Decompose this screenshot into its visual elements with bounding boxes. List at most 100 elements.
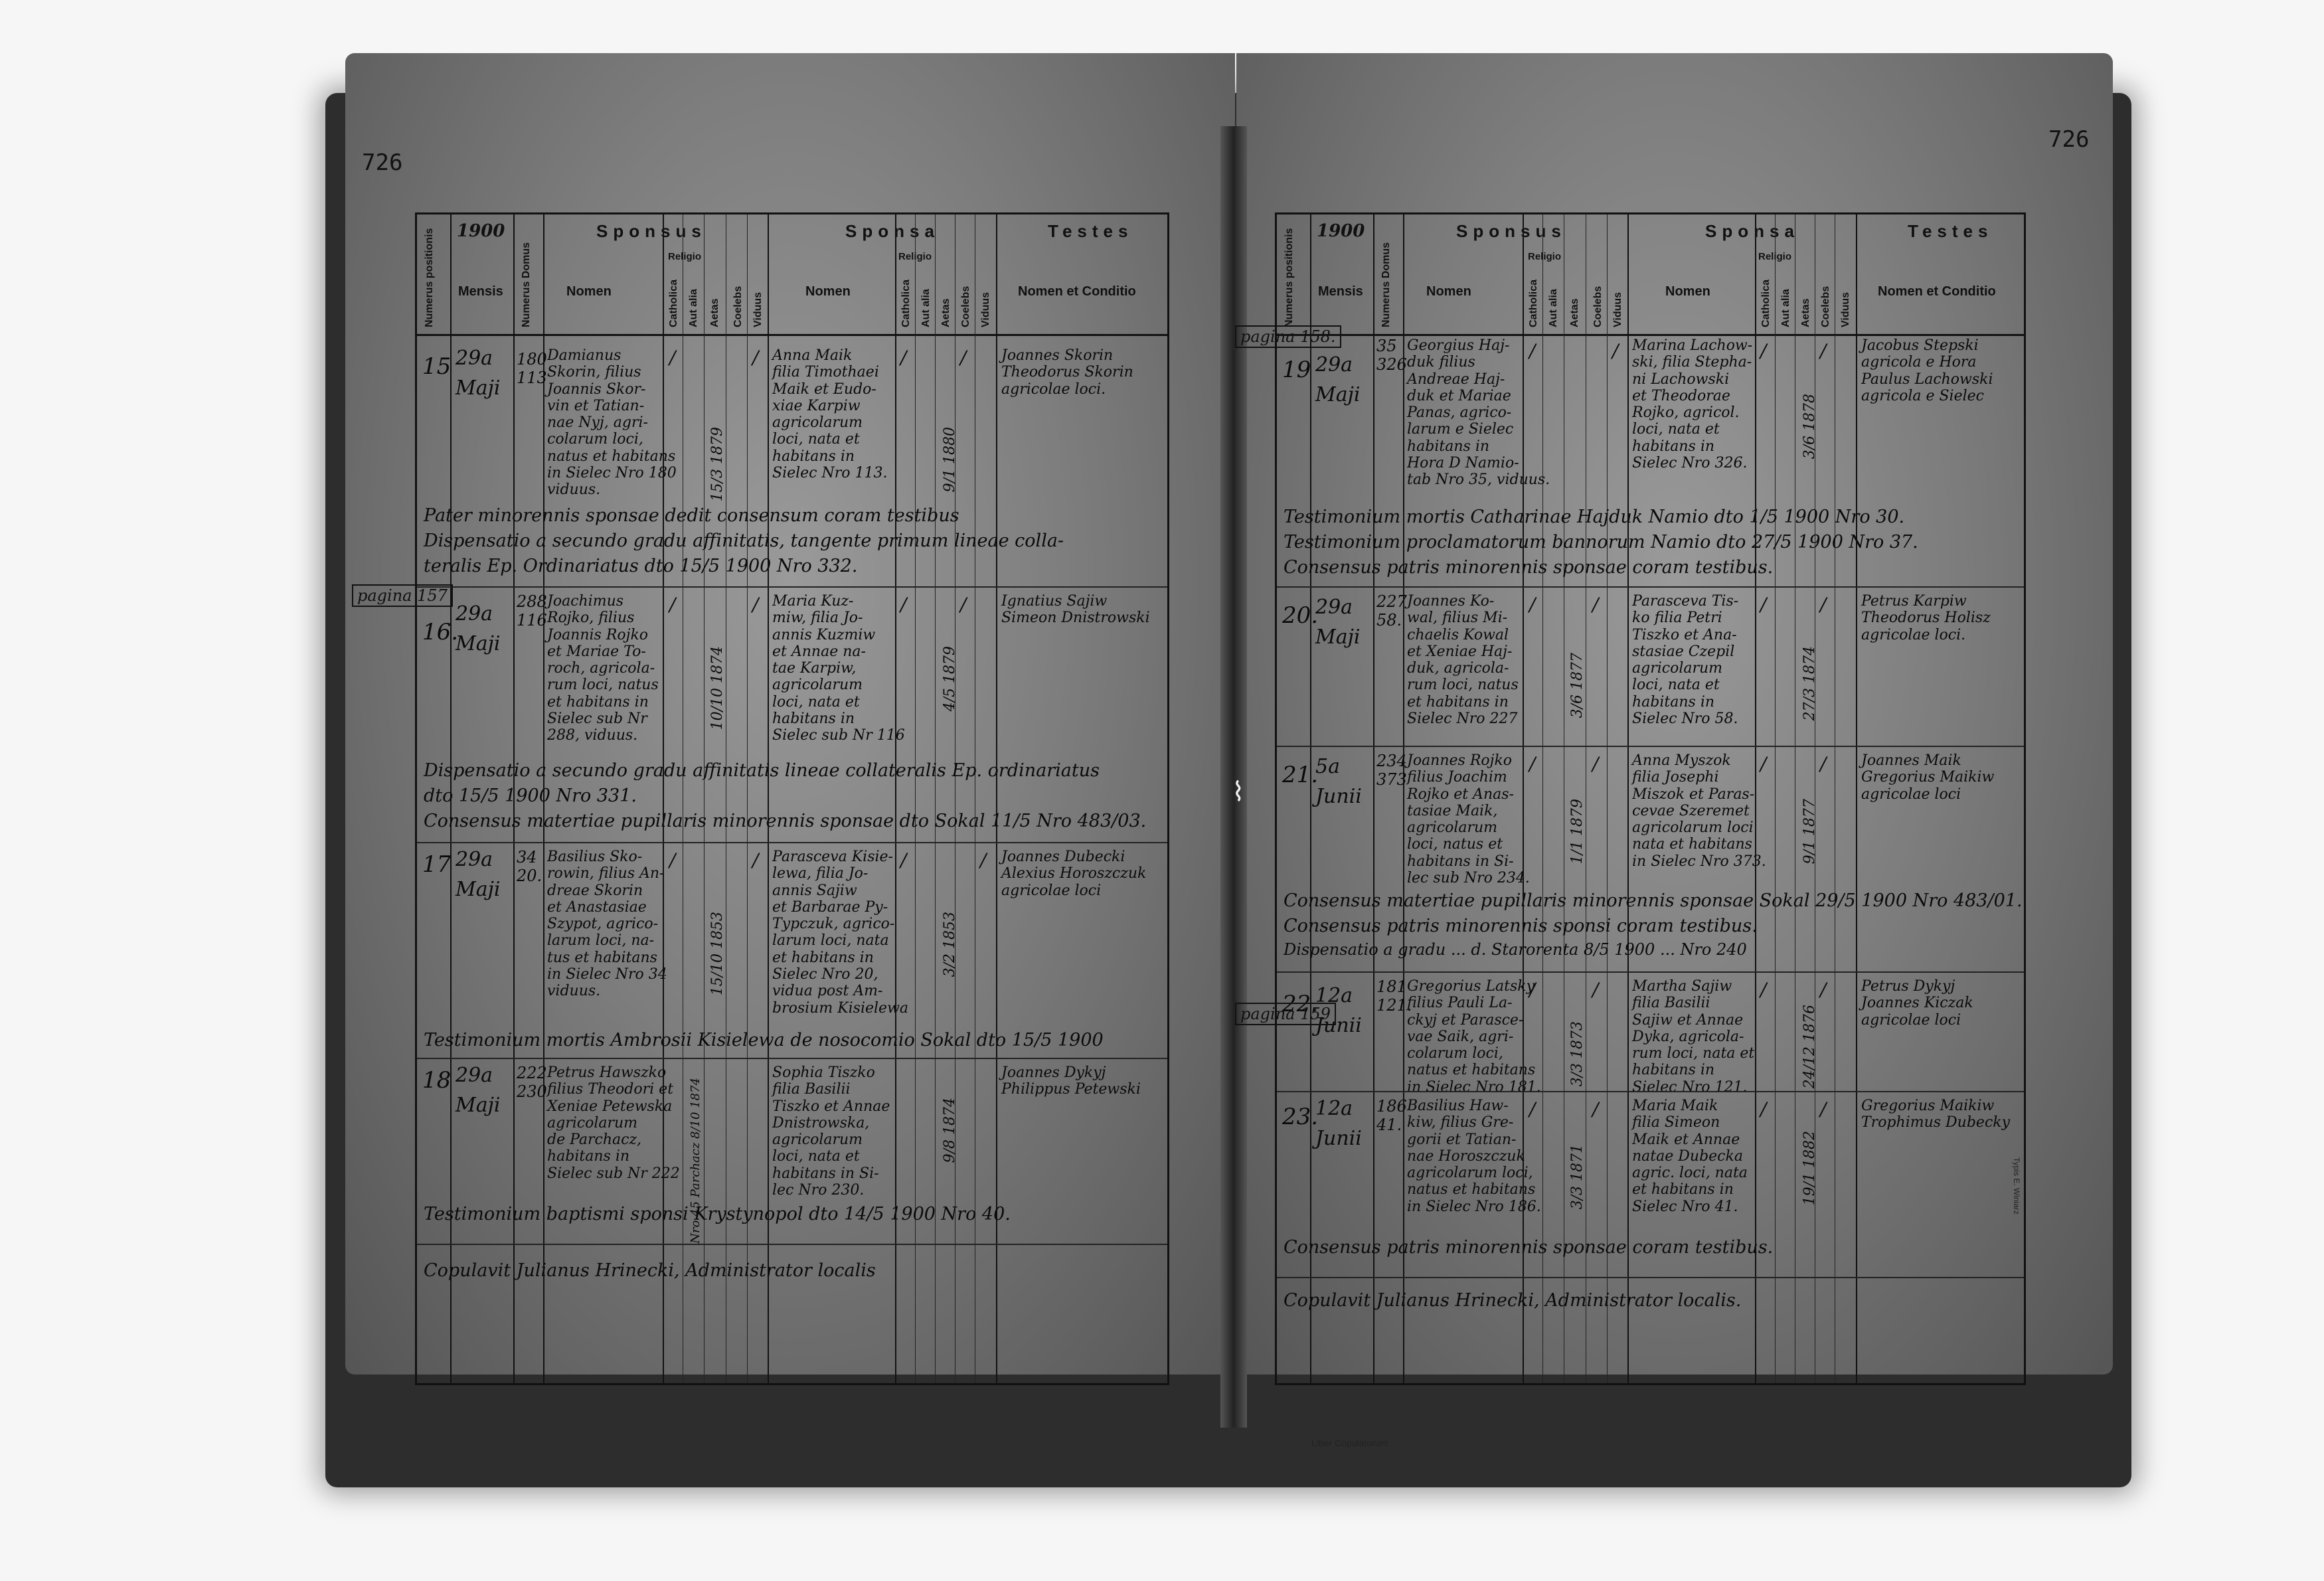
sponsa-date: 4/5 1879: [942, 646, 958, 712]
entry-domus: 234 373: [1376, 752, 1407, 789]
sponsus-date: 1/1 1879: [1569, 799, 1586, 865]
note: Dispensatio a secundo gradu affinitatis,…: [424, 531, 1064, 551]
testes-names: Petrus Dykyj Joannes Kiczak agricolae lo…: [1861, 978, 1973, 1029]
sponsus-date: 3/3 1873: [1569, 1021, 1586, 1087]
row-divider: [1277, 746, 2024, 747]
col-testes-nomen-conditio: Nomen et Conditio: [1018, 284, 1136, 299]
entry-number: 18: [422, 1067, 452, 1094]
sponsa-date: 9/1 1877: [1801, 799, 1818, 865]
sponsa-name: Martha Sajiw filia Basilii Sajiw et Anna…: [1632, 978, 1755, 1096]
note: dto 15/5 1900 Nro 331.: [424, 786, 637, 806]
col-sponsus-coelebs: Coelebs: [732, 286, 744, 327]
col-sponsus-coelebs: Coelebs: [1592, 286, 1604, 327]
sponsa-name: Anna Maik filia Timothaei Maik et Eudo- …: [772, 347, 888, 482]
note: Testimonium mortis Catharinae Hajduk Nam…: [1284, 507, 1905, 527]
entry-domus: 227 58.: [1376, 592, 1407, 629]
col-sponsus-catholica: Catholica: [668, 279, 679, 327]
col-numerus-domus: Numerus Domus: [1380, 242, 1392, 327]
entry-day: 29a: [456, 347, 493, 370]
testes-names: Ignatius Sajiw Simeon Dnistrowski: [1001, 593, 1150, 627]
entry-number: 23.: [1282, 1104, 1319, 1130]
sponsa-name: Sophia Tiszko filia Basilii Tiszko et An…: [772, 1064, 890, 1199]
row-divider: [1277, 971, 2024, 973]
entry-month: Maji: [1315, 383, 1361, 406]
entry-day: 29a: [1315, 353, 1353, 376]
sponsus-header: Sponsus: [1456, 221, 1566, 241]
sponsus-name: Petrus Hawszko filius Theodori et Xeniae…: [547, 1064, 680, 1182]
note: Consensus patris minorennis sponsae cora…: [1284, 557, 1774, 578]
entry-number: 21.: [1282, 762, 1319, 788]
col-testes-nomen-conditio: Nomen et Conditio: [1878, 284, 1996, 299]
sponsa-name: Marina Lachow- ski, filia Stepha- ni Lac…: [1632, 337, 1753, 472]
col-sponsus-religio: Religio: [668, 251, 702, 262]
entry-domus: 35 326: [1376, 337, 1407, 374]
book-footer-title: Liber Copulatorum: [1311, 1438, 1388, 1448]
entry-number: 19: [1282, 357, 1311, 383]
note: Pater minorennis sponsae dedit consensum…: [424, 505, 959, 526]
entry-day: 12a: [1315, 1097, 1353, 1120]
sponsa-date: 3/6 1878: [1801, 394, 1818, 459]
right-register-table: 1900 Numerus positionis Mensis Numerus D…: [1275, 212, 2026, 1385]
sponsus-date: 3/6 1877: [1569, 653, 1586, 718]
entry-month: Maji: [1315, 625, 1361, 649]
col-numerus-positionis: Numerus positionis: [1284, 228, 1295, 327]
sponsa-header: Sponsa: [1705, 221, 1799, 241]
note: Consensus matertiae pupillaris minorenni…: [424, 811, 1147, 831]
sponsa-name: Maria Maik filia Simeon Maik et Annae na…: [1632, 1098, 1748, 1215]
entry-month: Maji: [456, 1094, 501, 1117]
col-mensis: Mensis: [458, 284, 503, 299]
col-sponsa-aetas: Aetas: [940, 298, 952, 327]
sponsus-name: Gregorius Latsky filius Pauli La- ckyj e…: [1407, 978, 1541, 1096]
sponsus-name: Basilius Sko- rowin, filius An- dreae Sk…: [547, 849, 667, 1000]
row-divider: [1277, 1091, 2024, 1092]
entry-month: Maji: [456, 376, 501, 400]
entry-month: Junii: [1315, 785, 1362, 808]
testes-names: Joannes Skorin Theodorus Skorin agricola…: [1001, 347, 1133, 398]
testes-names: Petrus Karpiw Theodorus Holisz agricolae…: [1861, 593, 1991, 643]
col-sponsa-aut-alia: Aut alia: [920, 289, 932, 327]
entry-month: Junii: [1315, 1014, 1362, 1037]
sponsus-header: Sponsus: [596, 221, 706, 241]
col-sponsa-coelebs: Coelebs: [1820, 286, 1831, 327]
testes-names: Joannes Dykyj Philippus Petewski: [1001, 1064, 1141, 1098]
sponsus-name: Damianus Skorin, filius Joannis Skor- vi…: [547, 347, 677, 499]
copulavit-signature: Copulavit Julianus Hrinecki, Administrat…: [1284, 1290, 1742, 1311]
year-label: 1900: [1317, 221, 1365, 241]
col-sponsus-catholica: Catholica: [1528, 279, 1539, 327]
entry-day: 29a: [1315, 596, 1353, 619]
note: Consensus matertiae pupillaris minorenni…: [1284, 890, 2023, 911]
col-sponsa-nomen: Nomen: [1665, 284, 1710, 299]
sponsus-name: Joachimus Rojko, filius Joannis Rojko et…: [547, 593, 659, 744]
col-sponsa-viduus: Viduus: [980, 291, 991, 327]
sponsa-date: 19/1 1882: [1801, 1131, 1818, 1206]
sponsa-date: 24/12 1876: [1801, 1005, 1818, 1089]
col-sponsus-viduus: Viduus: [752, 291, 764, 327]
testes-names: Jacobus Stepski agricola e Hora Paulus L…: [1861, 337, 1993, 404]
col-mensis: Mensis: [1318, 284, 1363, 299]
sponsus-name: Georgius Haj- duk filius Andreae Haj- du…: [1407, 337, 1550, 489]
col-sponsus-viduus: Viduus: [1612, 291, 1623, 327]
right-page-number: 726: [2048, 126, 2090, 153]
sponsus-date: 15/10 1853: [709, 912, 726, 996]
note: Consensus patris minorennis sponsae cora…: [1284, 1237, 1774, 1258]
sponsus-date: 3/3 1871: [1569, 1144, 1586, 1210]
col-sponsus-aetas: Aetas: [709, 298, 720, 327]
col-sponsa-nomen: Nomen: [805, 284, 851, 299]
col-sponsus-aut-alia: Aut alia: [1548, 289, 1559, 327]
col-sponsus-nomen: Nomen: [566, 284, 612, 299]
sponsus-date: 15/3 1879: [709, 427, 726, 502]
sponsa-name: Maria Kuz- miw, filia Jo- annis Kuzmiw e…: [772, 593, 905, 744]
testes-header: Testes: [1908, 221, 1993, 241]
entry-number: 16.: [422, 619, 459, 645]
row-divider: [1277, 1277, 2024, 1278]
note: Consensus patris minorennis sponsi coram…: [1284, 916, 1758, 936]
entry-number: 22.: [1282, 991, 1319, 1017]
note: teralis Ep. Ordinariatus dto 15/5 1900 N…: [424, 556, 858, 576]
entry-day: 29a: [456, 1064, 493, 1087]
sponsus-name: Basilius Haw- kiw, filius Gre- gorii et …: [1407, 1098, 1541, 1215]
sponsa-date: 27/3 1874: [1801, 646, 1818, 721]
col-numerus-domus: Numerus Domus: [521, 242, 532, 327]
sponsus-date: 10/10 1874: [709, 646, 726, 730]
col-sponsus-aetas: Aetas: [1569, 298, 1580, 327]
sponsa-header: Sponsa: [845, 221, 940, 241]
